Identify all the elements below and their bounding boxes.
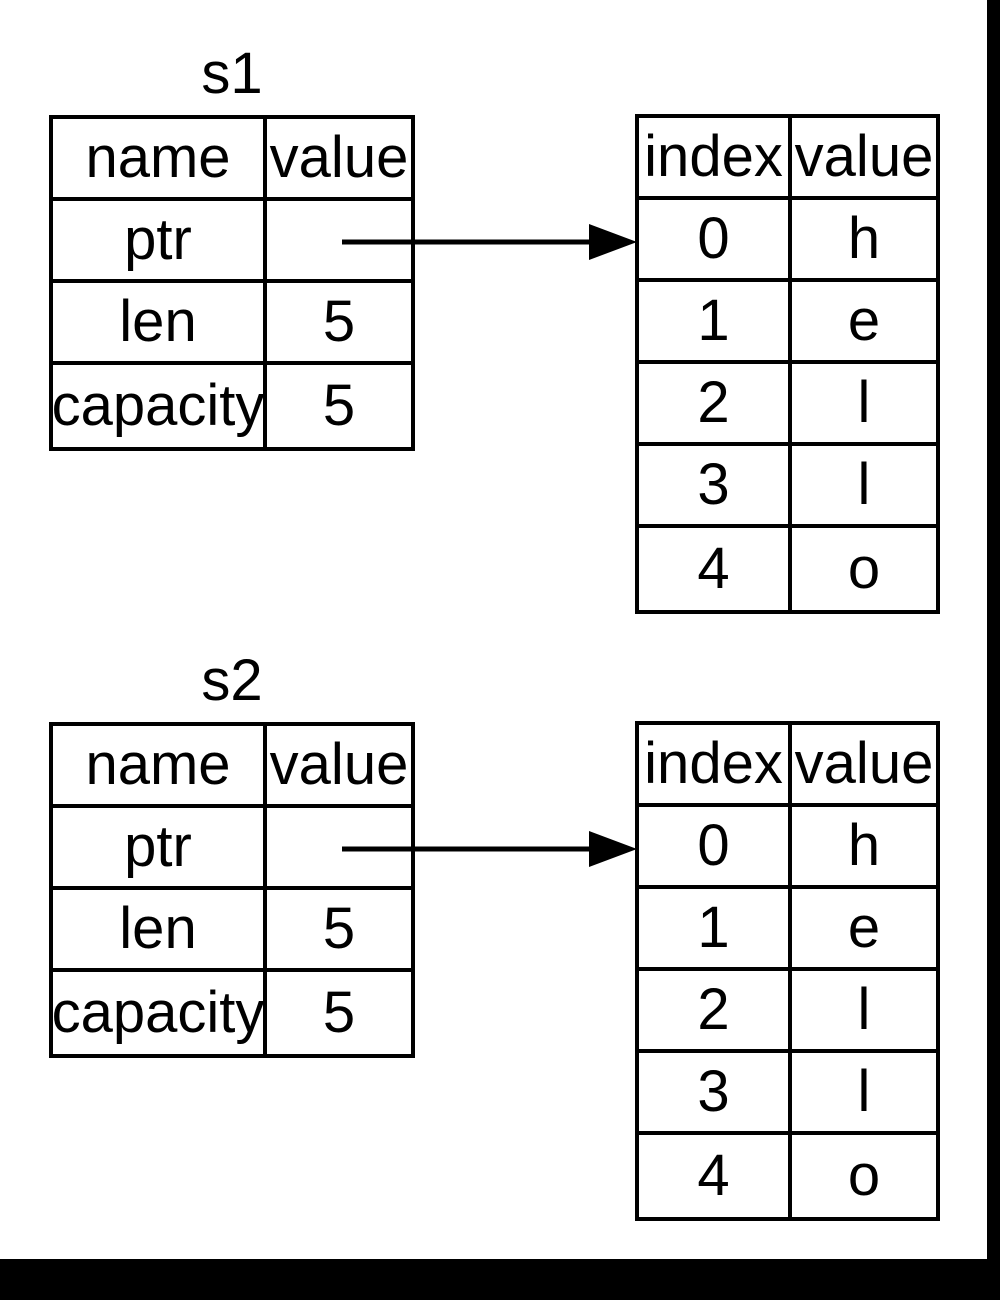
bottom-edge-bar	[0, 1259, 1000, 1300]
s1-heap-row2-value-cell: l	[792, 364, 936, 446]
s2-stack-table: name value ptr len 5 capacity 5	[49, 722, 415, 1058]
s1-heap-row3-index-cell: 3	[639, 446, 792, 528]
s2-heap-row3-index-cell: 3	[639, 1053, 792, 1135]
right-edge-bar	[987, 0, 1000, 1300]
s2-heap-table: index value 0 h 1 e 2 l 3 l 4 o	[635, 721, 940, 1221]
s1-heap-row1-value-cell: e	[792, 282, 936, 364]
s1-capacity-value-cell: 5	[322, 373, 356, 438]
s1-ptr-value-cell	[267, 201, 411, 283]
s2-heap-row2-value-cell: l	[792, 971, 936, 1053]
s2-stack-header-value: value	[267, 726, 411, 808]
s1-stack-header-name: name	[53, 119, 267, 201]
s1-heap-row1-index-cell: 1	[639, 282, 792, 364]
s2-stack-header-name: name	[53, 726, 267, 808]
s1-label: s1	[201, 41, 263, 106]
s1-heap-row2-index-cell: 2	[639, 364, 792, 446]
s1-heap-row0-value-cell: h	[792, 200, 936, 282]
s2-ptr-name-cell: ptr	[53, 808, 267, 890]
s1-heap-row3-value-cell: l	[792, 446, 936, 528]
s2-heap-row4-index-cell: 4	[639, 1135, 792, 1217]
s1-heap-header-index: index	[639, 118, 792, 200]
s2-heap-row1-index-cell: 1	[639, 889, 792, 971]
s2-heap-row3-value-cell: l	[792, 1053, 936, 1135]
s1-stack-header-value: value	[267, 119, 411, 201]
s2-capacity-name-cell: capacity	[52, 972, 267, 1054]
s1-heap-row4-value-cell: o	[847, 536, 881, 601]
s2-heap-header-value: value	[792, 725, 936, 807]
s1-len-value-cell: 5	[267, 283, 411, 365]
s2-len-value-cell: 5	[267, 890, 411, 972]
s1-ptr-name-cell: ptr	[53, 201, 267, 283]
s2-heap-row4-value-cell: o	[847, 1143, 881, 1208]
s1-heap-table: index value 0 h 1 e 2 l 3 l 4 o	[635, 114, 940, 614]
s1-heap-row4-index-cell: 4	[639, 528, 792, 610]
s2-heap-header-index: index	[639, 725, 792, 807]
s1-heap-row0-index-cell: 0	[639, 200, 792, 282]
s1-stack-table: name value ptr len 5 capacity 5	[49, 115, 415, 451]
s2-len-name-cell: len	[53, 890, 267, 972]
s2-ptr-value-cell	[267, 808, 411, 890]
s1-capacity-name-cell: capacity	[52, 365, 267, 447]
s2-heap-row0-value-cell: h	[792, 807, 936, 889]
s2-label: s2	[201, 648, 263, 713]
s2-heap-row2-index-cell: 2	[639, 971, 792, 1053]
s2-heap-row1-value-cell: e	[792, 889, 936, 971]
s2-capacity-value-cell: 5	[322, 980, 356, 1045]
s2-heap-row0-index-cell: 0	[639, 807, 792, 889]
s1-heap-header-value: value	[792, 118, 936, 200]
s1-len-name-cell: len	[53, 283, 267, 365]
